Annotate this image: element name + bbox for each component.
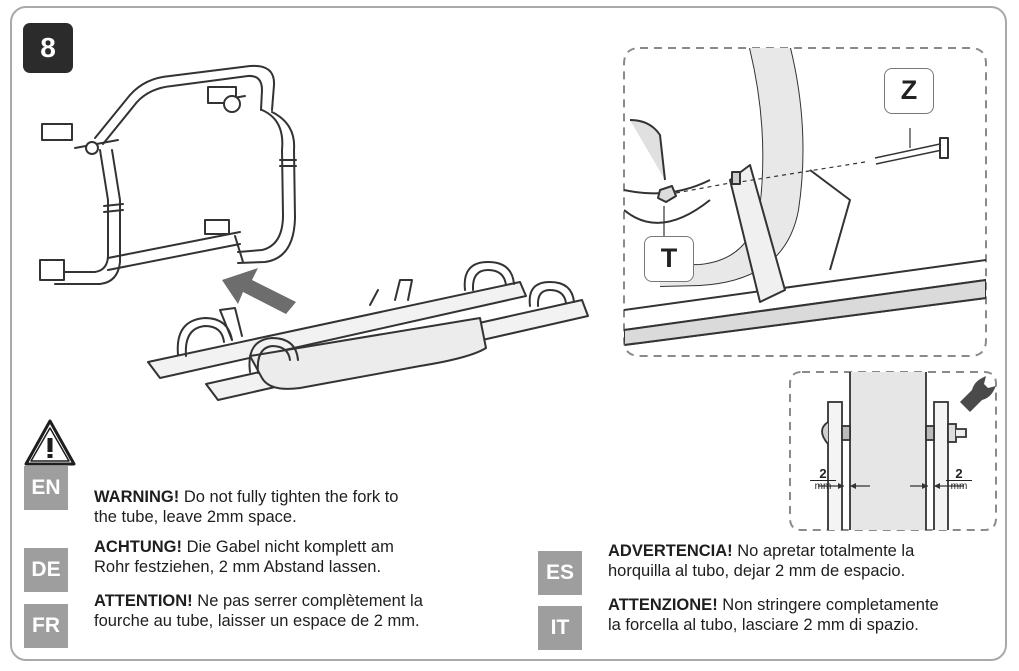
lang-badge-it: IT [538,606,582,650]
warning-text-en: WARNING! Do not fully tighten the fork t… [94,488,399,526]
lang-badge-de: DE [24,548,68,592]
lang-badge-es: ES [538,551,582,595]
lang-badge-en: EN [24,466,68,510]
wrench-icon [960,376,996,412]
bike-carrier-illustration [39,64,589,401]
warning-triangle-icon [24,419,76,466]
instruction-panel [10,6,1007,661]
lang-badge-fr: FR [24,604,68,648]
bolt-detail-view [623,47,987,357]
spacing-detail-view [789,371,997,531]
mount-direction-arrow-icon [222,268,296,314]
warning-text-fr: ATTENTION! Ne pas serrer complètement la… [94,592,423,630]
callout-z: Z [884,68,934,114]
callout-t: T [644,236,694,282]
step-number-badge: 8 [23,23,73,73]
